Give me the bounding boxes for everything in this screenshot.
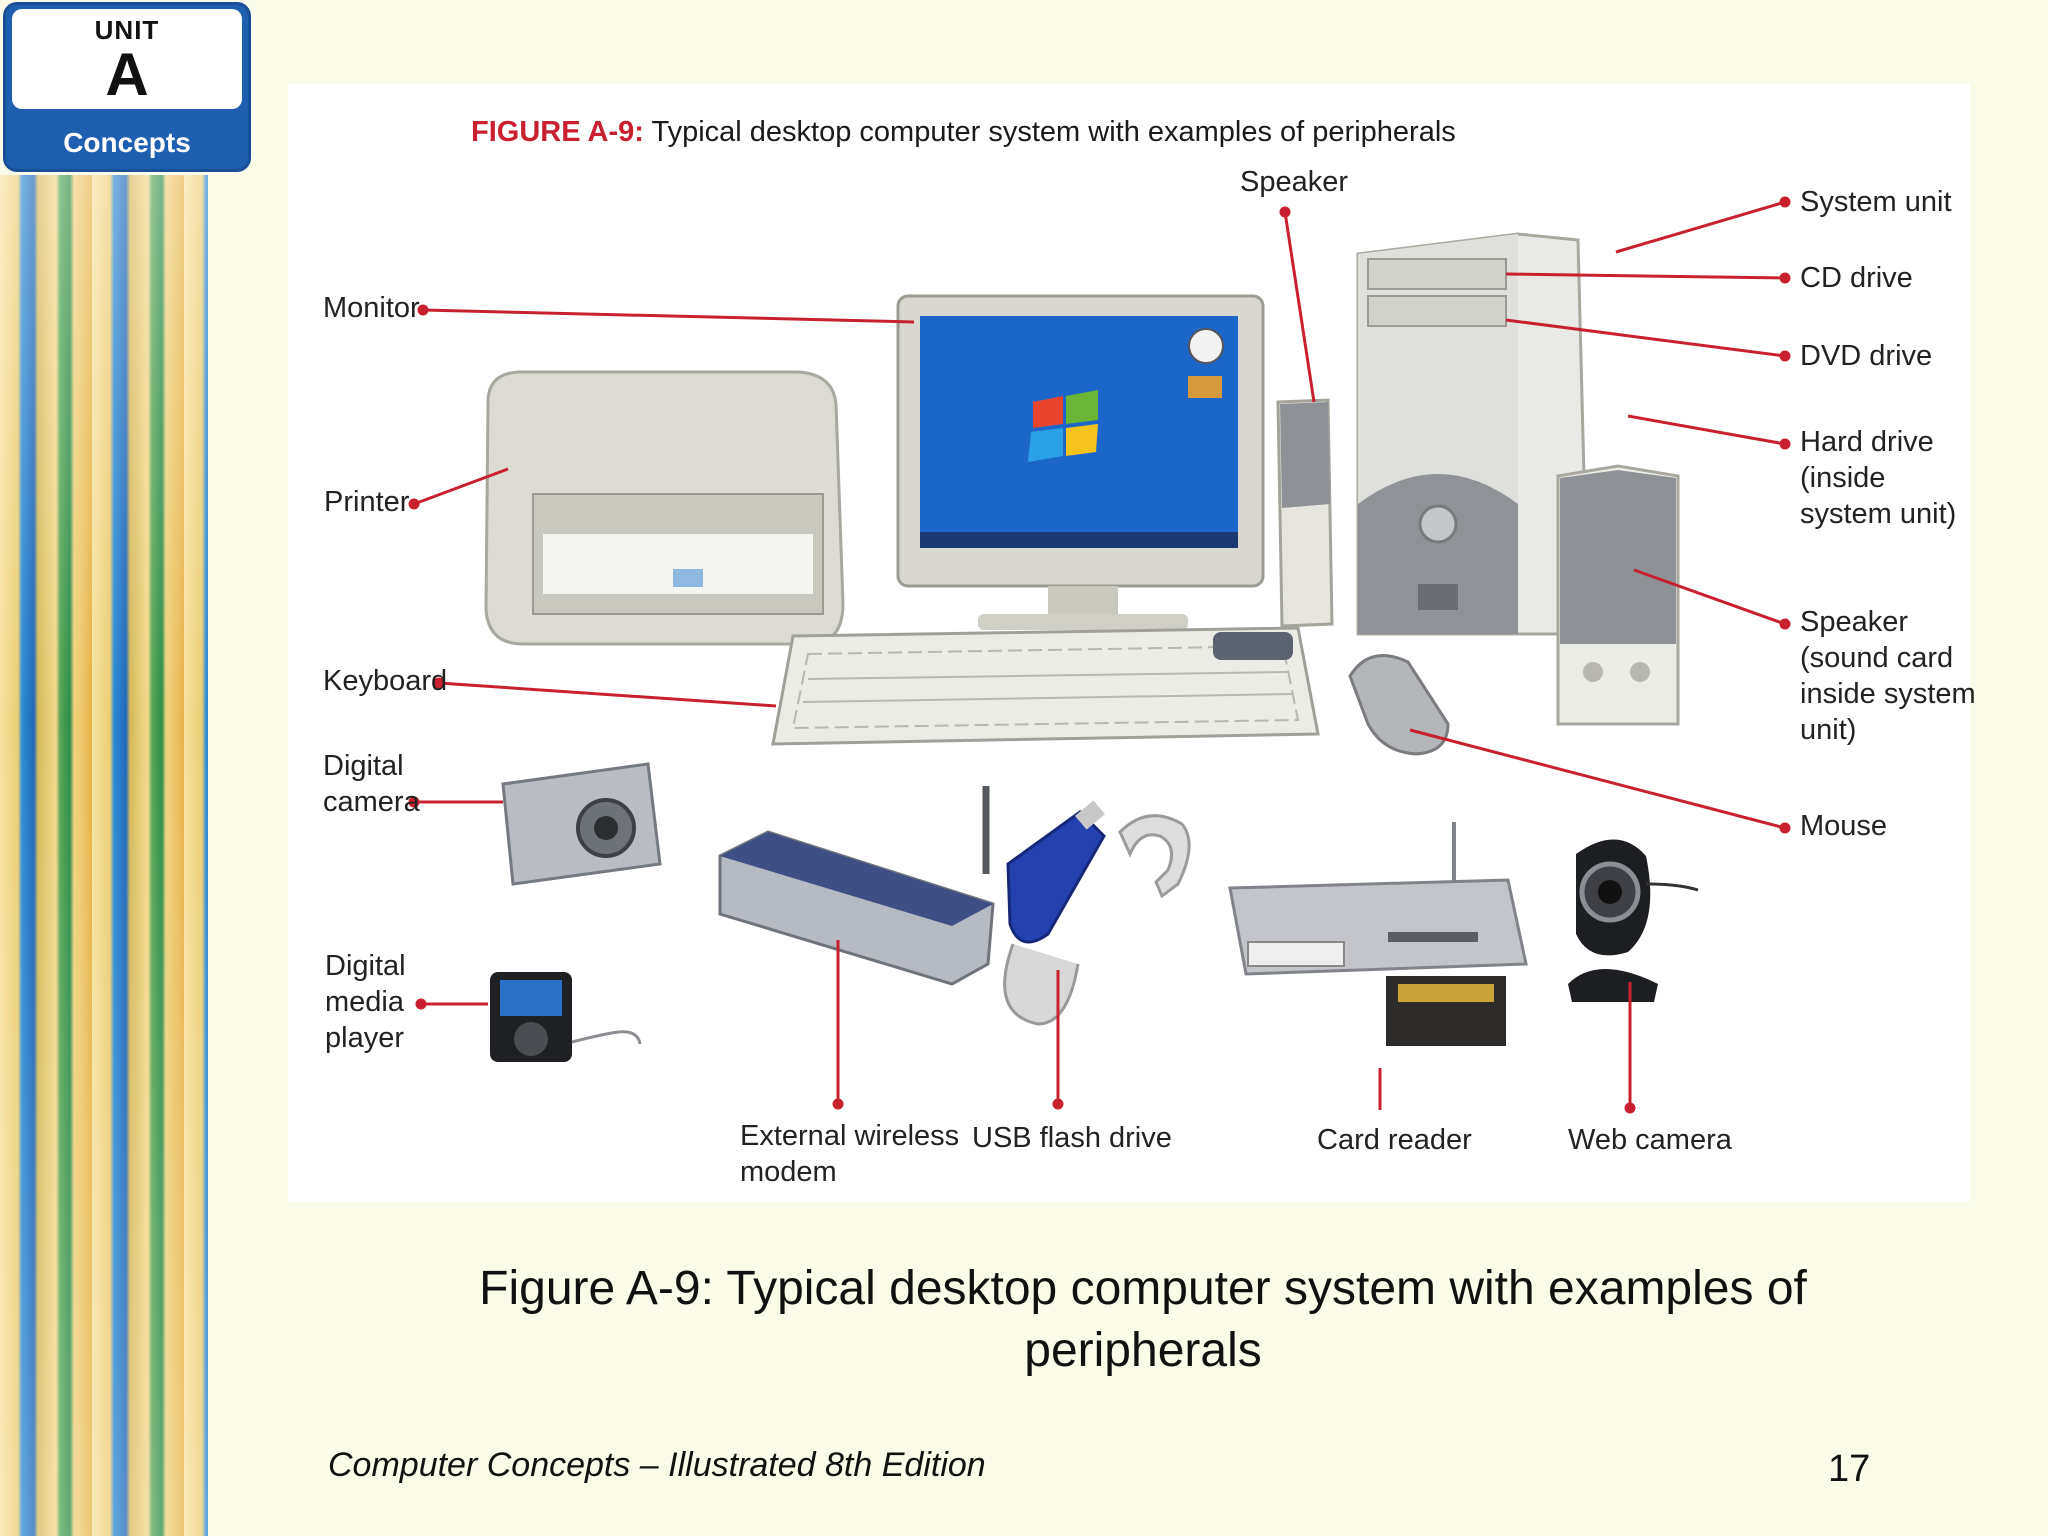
- figure-caption: Figure A-9: Typical desktop computer sys…: [479, 1262, 1807, 1377]
- label-speaker-right-line1: Speaker: [1800, 606, 1909, 638]
- footer-book-title: Computer Concepts – Illustrated 8th Edit…: [328, 1446, 986, 1484]
- label-web-camera: Web camera: [1568, 1124, 1732, 1156]
- web-camera-icon: [1568, 839, 1699, 1002]
- label-dvd-drive: DVD drive: [1800, 340, 1933, 372]
- label-speaker-right-line2: (sound card: [1800, 642, 1954, 674]
- figure-panel: FIGURE A-9: Typical desktop computer sys…: [288, 84, 1976, 1202]
- unit-word: UNIT: [94, 15, 160, 45]
- label-printer: Printer: [324, 486, 410, 518]
- unit-badge: UNIT A Concepts: [3, 2, 251, 172]
- label-digital-media-line1: Digital: [325, 950, 406, 982]
- label-speaker-right-line4: unit): [1800, 714, 1857, 746]
- card-reader-icon: [1228, 822, 1528, 1046]
- label-speaker-top: Speaker: [1240, 166, 1349, 198]
- label-modem-line1: External wireless: [740, 1120, 960, 1152]
- peripherals-illustration: [408, 196, 1791, 1114]
- system-unit-icon: [1356, 232, 1590, 636]
- monitor-icon: [896, 294, 1265, 630]
- label-system-unit: System unit: [1800, 186, 1952, 218]
- label-keyboard: Keyboard: [323, 665, 448, 697]
- left-speaker-icon: [1276, 398, 1334, 628]
- usb-flash-drive-icon: [1003, 800, 1191, 1026]
- label-hard-drive-line1: Hard drive: [1800, 426, 1934, 458]
- right-speaker-icon: [1556, 464, 1680, 726]
- label-mouse: Mouse: [1800, 810, 1888, 842]
- leader-lines: [408, 196, 1791, 1114]
- decorative-side-art: [0, 175, 208, 1536]
- label-digital-media-line3: player: [325, 1022, 404, 1054]
- digital-camera-icon: [501, 762, 662, 886]
- label-hard-drive-line2: (inside: [1800, 462, 1886, 494]
- figure-title-prefix: FIGURE A-9:: [471, 116, 644, 148]
- figure-title-text: Typical desktop computer system with exa…: [643, 116, 1456, 148]
- digital-media-player-icon: [490, 972, 642, 1062]
- figure-title: FIGURE A-9: Typical desktop computer sys…: [471, 116, 1456, 149]
- label-hard-drive-line3: system unit): [1800, 498, 1957, 530]
- unit-section-name: Concepts: [63, 127, 191, 158]
- label-digital-camera-line1: Digital: [323, 750, 404, 782]
- label-monitor: Monitor: [323, 292, 420, 324]
- label-cd-drive: CD drive: [1800, 262, 1913, 294]
- unit-letter: A: [105, 41, 149, 108]
- label-usb-flash-drive: USB flash drive: [972, 1122, 1172, 1154]
- mouse-icon: [1348, 654, 1450, 756]
- page-number: 17: [1828, 1448, 1871, 1490]
- label-digital-camera-line2: camera: [323, 786, 420, 818]
- label-card-reader: Card reader: [1317, 1124, 1472, 1156]
- wireless-modem-icon: [718, 786, 995, 986]
- label-speaker-right-line3: inside system: [1800, 678, 1976, 710]
- label-digital-media-line2: media: [325, 986, 404, 1018]
- printer-icon: [484, 370, 845, 646]
- label-modem-line2: modem: [740, 1156, 837, 1188]
- unit-badge-top: UNIT A: [12, 9, 242, 109]
- keyboard-icon: [771, 626, 1320, 746]
